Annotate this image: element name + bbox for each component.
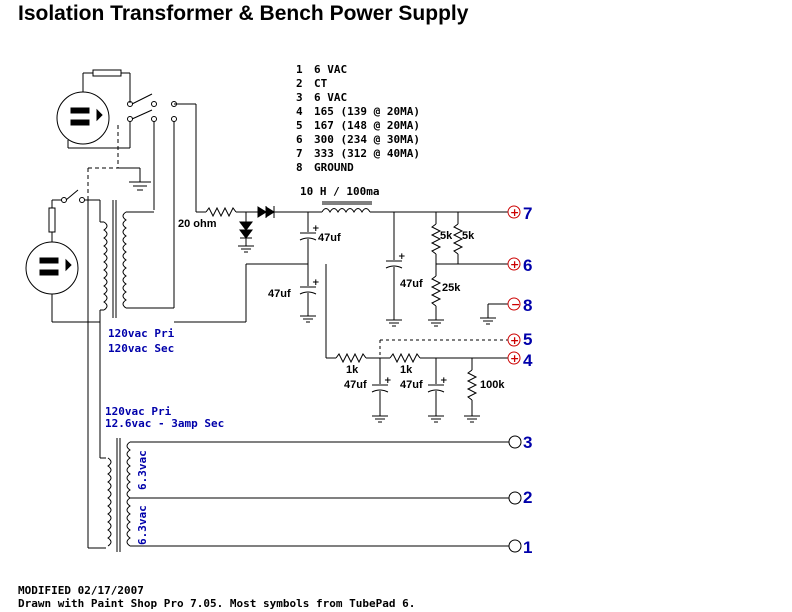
terminal-1-icon (508, 539, 522, 553)
footer-modified: MODIFIED 02/17/2007 (18, 584, 144, 597)
t2-pri-label: 120vac Pri (105, 405, 172, 418)
legend-num: 6 (296, 133, 303, 146)
resistor-20ohm-icon (205, 206, 237, 218)
terminal-7-icon (507, 205, 521, 219)
terminal-4-icon (507, 351, 521, 365)
terminal-3-label: 3 (523, 433, 532, 452)
diode-icon (257, 206, 275, 218)
terminal-5-label: 5 (523, 330, 532, 349)
cap-47uf-low-a-label: 47uf (344, 379, 367, 391)
terminal-2-icon (508, 491, 522, 505)
legend-num: 4 (296, 105, 303, 118)
footer-credits: Drawn with Paint Shop Pro 7.05. Most sym… (18, 597, 416, 610)
pin-legend: 1 6 VAC 2 CT 3 6 VAC 4 165 (139 @ 20MA) 5 167… (296, 63, 420, 174)
isolation-transformer-icon (103, 200, 127, 318)
resistor-25k-icon (430, 275, 442, 307)
terminal-8-icon (507, 297, 521, 311)
svg-text:2CT: 2 CT (296, 77, 328, 90)
dpdt-switch-icon (127, 93, 177, 122)
svg-text:+: + (510, 334, 519, 347)
capacitor-47uf-low-a-icon (371, 384, 389, 393)
svg-text:+: + (312, 278, 320, 288)
resistor-1k-b-icon (389, 352, 421, 364)
cap-47uf-mid-label: 47uf (268, 288, 291, 300)
t2-half-b-label: 6.3vac (136, 505, 149, 545)
filament-transformer-icon (107, 438, 131, 552)
legend-num: 2 (296, 77, 303, 90)
svg-text:+: + (312, 224, 320, 234)
legend-num: 8 (296, 161, 303, 174)
terminal-5-icon (507, 333, 521, 347)
t2-sec-label: 12.6vac - 3amp Sec (105, 417, 224, 430)
capacitor-47uf-mid-icon (299, 286, 317, 295)
resistor-5k-a-icon (430, 223, 442, 255)
legend-desc: CT (314, 77, 328, 90)
svg-text:−: − (511, 298, 520, 311)
res-5k-b-label: 5k (462, 230, 475, 242)
diode-shunt-icon (239, 221, 253, 239)
legend-desc: 165 (139 @ 20MA) (314, 105, 420, 118)
terminal-6-label: 6 (523, 256, 532, 275)
svg-text:+: + (384, 376, 392, 386)
legend-desc: 6 VAC (314, 91, 347, 104)
choke-icon (321, 201, 372, 214)
legend-desc: 6 VAC (314, 63, 347, 76)
svg-text:+: + (510, 206, 519, 219)
legend-desc: 167 (148 @ 20MA) (314, 119, 420, 132)
terminal-7-label: 7 (523, 204, 532, 223)
resistor-20ohm-label: 20 ohm (178, 218, 217, 230)
resistor-100k-icon (466, 369, 478, 401)
legend-desc: GROUND (314, 161, 354, 174)
legend-num: 3 (296, 91, 303, 104)
t1-pri-label: 120vac Pri (108, 327, 175, 340)
legend-num: 7 (296, 147, 303, 160)
terminal-4-label: 4 (523, 351, 533, 370)
capacitor-47uf-low-b-icon (427, 384, 445, 393)
resistor-1k-a-icon (335, 352, 367, 364)
page-title: Isolation Transformer & Bench Power Supp… (18, 2, 469, 25)
cap-47uf-low-b-label: 47uf (400, 379, 423, 391)
resistor-5k-b-icon (452, 223, 464, 255)
svg-text:+: + (398, 252, 406, 262)
legend-num: 5 (296, 119, 303, 132)
outlet-bottom-icon (25, 241, 79, 295)
res-25k-label: 25k (442, 282, 461, 294)
capacitor-47uf-top-icon (299, 232, 317, 241)
legend-num: 1 (296, 63, 303, 76)
terminal-1-label: 1 (523, 538, 532, 557)
choke-label: 10 H / 100ma (300, 185, 379, 198)
res-5k-a-label: 5k (440, 230, 453, 242)
t2-half-a-label: 6.3vac (136, 450, 149, 490)
svg-text:+: + (510, 352, 519, 365)
svg-text:36 VAC: 3 6 VAC (296, 91, 347, 104)
legend-desc: 333 (312 @ 40MA) (314, 147, 420, 160)
capacitor-47uf-right-icon (385, 260, 403, 269)
terminal-2-label: 2 (523, 488, 532, 507)
res-100k-label: 100k (480, 379, 505, 391)
svg-text:+: + (440, 376, 448, 386)
res-1k-a-label: 1k (346, 364, 359, 376)
fuse-vertical-icon (48, 207, 56, 233)
terminal-3-icon (508, 435, 522, 449)
fuse-icon (92, 69, 122, 77)
cap-47uf-right-label: 47uf (400, 278, 423, 290)
terminal-8-label: 8 (523, 296, 532, 315)
terminals: + + − + + (507, 205, 522, 553)
svg-text:16 VAC: 1 6 VAC (296, 63, 347, 76)
res-1k-b-label: 1k (400, 364, 413, 376)
terminal-6-icon (507, 257, 521, 271)
svg-text:+: + (510, 258, 519, 271)
cap-47uf-top-label: 47uf (318, 232, 341, 244)
outlet-top-icon (56, 91, 110, 145)
t1-sec-label: 120vac Sec (108, 342, 174, 355)
legend-desc: 300 (234 @ 30MA) (314, 133, 420, 146)
